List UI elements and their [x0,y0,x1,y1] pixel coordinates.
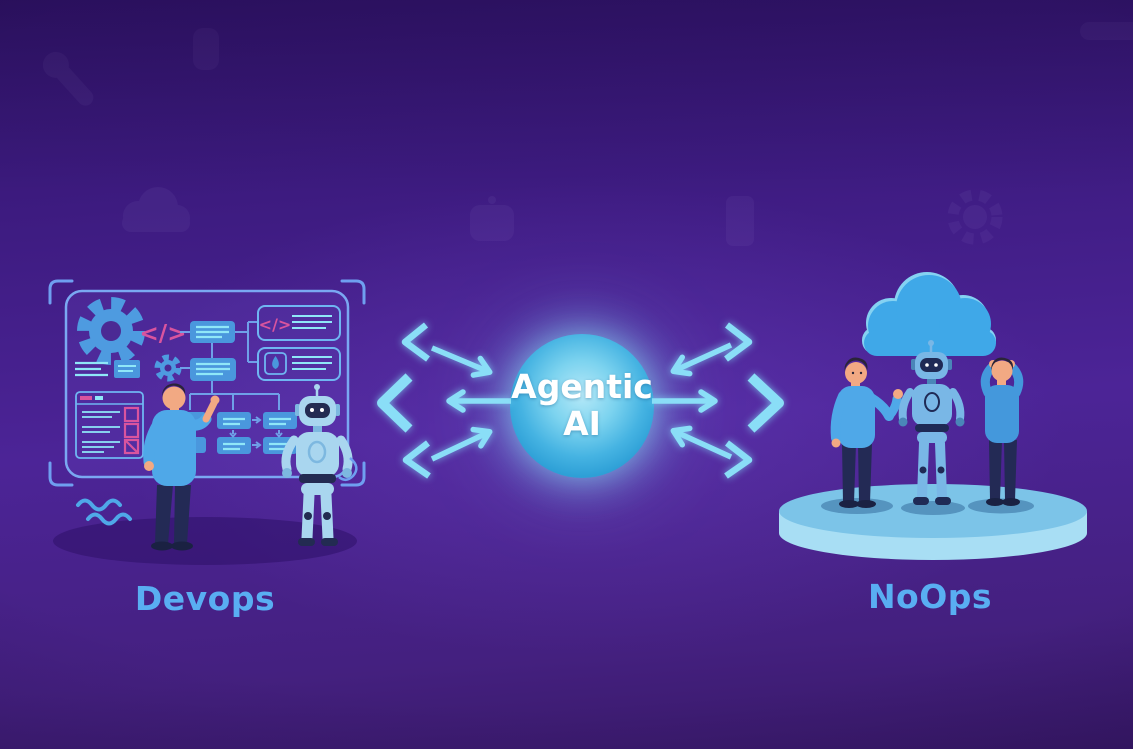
flow-arrows-left [377,322,511,479]
hand [893,389,903,399]
watermark-blob [193,28,219,70]
double-chevron-icon [747,373,784,433]
gear-icon [77,297,145,365]
watermark-robot-head-icon [470,196,514,241]
confused-figure [980,357,1024,506]
robot-foot [298,538,315,546]
chevron-icon [402,440,431,479]
background-watermarks [42,22,1133,246]
wave-lines [76,498,132,526]
developer-figure [143,383,220,551]
shoe [151,541,173,551]
code-icon-small: </> [259,315,292,334]
noops-label: NoOps [867,577,993,616]
code-card: </> [257,305,341,341]
robot-foot [321,538,338,546]
head [845,362,867,384]
watermark-streak [1080,22,1133,40]
shirt [838,386,875,448]
agentic-ai-orb [510,334,654,478]
notes-lines [75,360,140,378]
watermark-gear-icon [947,189,1003,245]
hair [844,357,868,372]
watermark-cloud-icon [122,187,190,232]
config-card [257,347,341,381]
antenna [314,384,320,390]
head [162,386,186,410]
drop-icon [272,356,279,369]
shoe [839,500,859,508]
robot-visor [305,403,330,418]
checklist-panel [75,391,144,459]
code-icon: </> [140,321,187,347]
agentic-ai-label-line1: Agentic [511,367,653,406]
chevron-icon [724,322,753,362]
head [991,360,1013,382]
robot-figure-right [898,340,965,505]
double-chevron-icon [377,373,413,433]
robot-visor [920,358,943,372]
robot-torso [912,384,952,426]
noops-scene [779,272,1087,560]
scene-shadow [53,517,357,565]
agentic-ai-center [377,288,784,524]
antenna [928,340,934,346]
shoe [986,498,1004,506]
small-gear-icon [154,354,190,382]
hand [210,395,220,405]
robot-torso [296,432,339,477]
decorative-curl [338,457,358,481]
chevron-icon [401,322,430,362]
corner-brackets [48,279,366,487]
agentic-ai-label-line2: AI [563,404,601,443]
flow-arrows-right [652,322,784,479]
engineer-figure [830,357,903,508]
robot-figure-left [281,384,353,546]
watermark-wrench-icon [42,51,94,106]
watermark-phone-icon [726,196,754,246]
hand [144,461,154,471]
agentic-ai-label: Agentic AI [482,368,682,442]
shoe [856,500,876,508]
robot-foot [935,497,951,505]
robot-foot [913,497,929,505]
shoe [171,541,193,551]
hair [991,357,1013,371]
platform [779,484,1087,560]
devops-scene: </> [48,279,366,565]
figure-shadow [901,501,965,515]
chevron-icon [724,440,753,479]
shirt [985,385,1019,443]
hand [831,438,841,448]
devops-label: Devops [134,579,276,618]
shoe [1002,498,1020,506]
